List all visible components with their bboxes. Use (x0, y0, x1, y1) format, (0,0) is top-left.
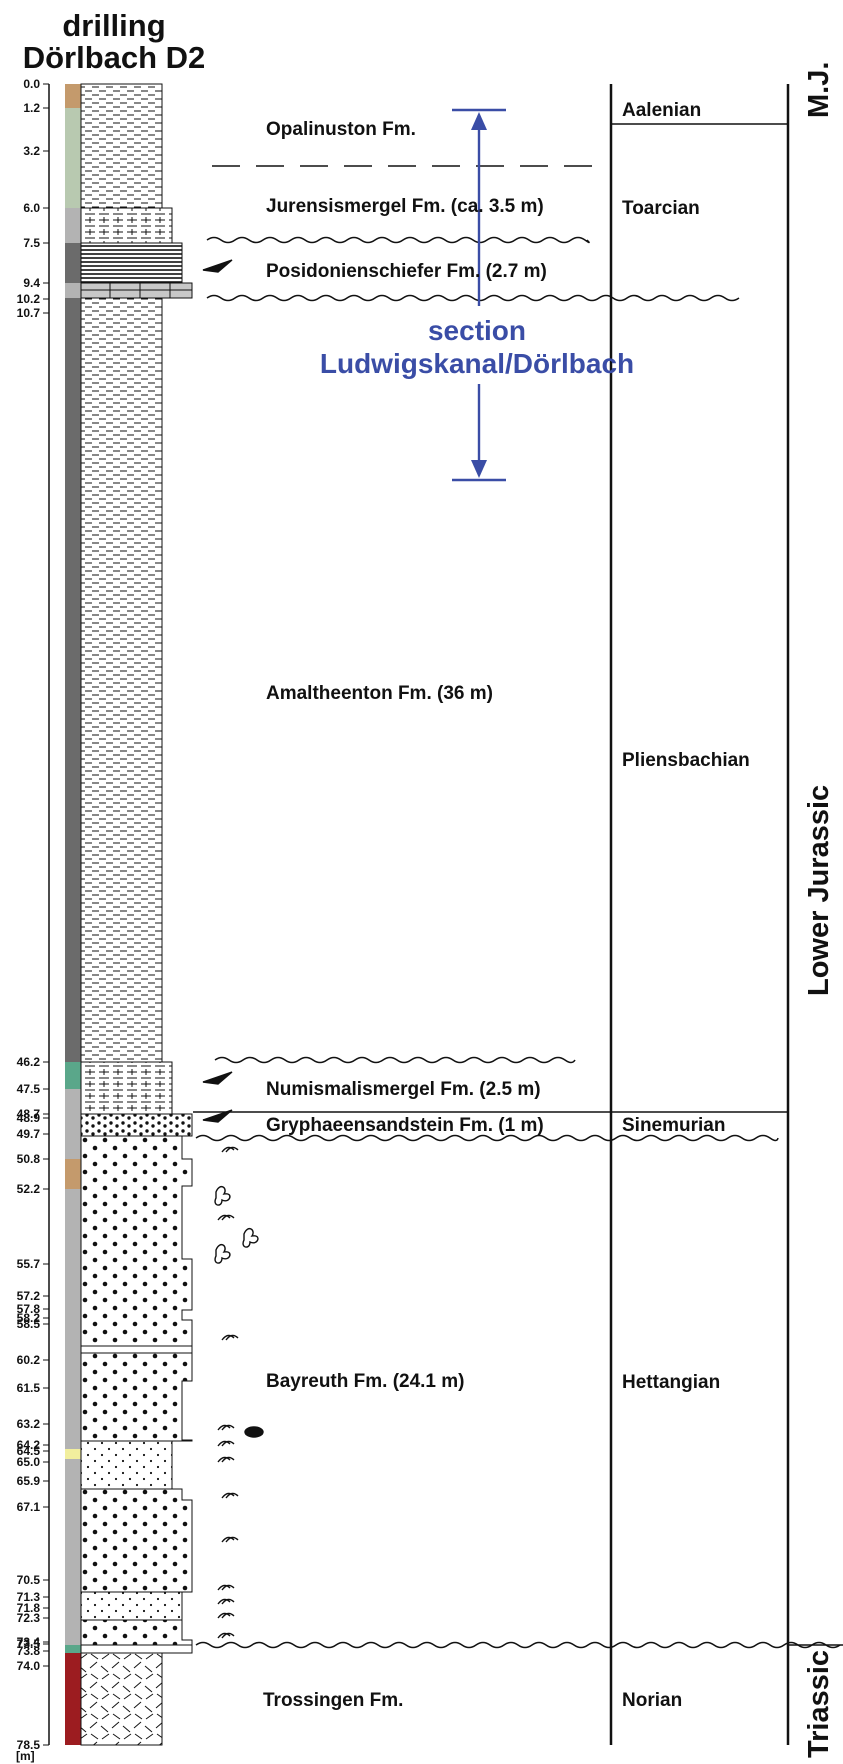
depth-tick-label: 52.2 (17, 1182, 41, 1196)
colour-column (65, 84, 81, 1745)
depth-tick-label: 0.0 (23, 77, 40, 91)
stage-hettangian: Hettangian (622, 1372, 720, 1393)
depth-tick-label: 6.0 (23, 201, 40, 215)
depth-tick-label: 74.0 (17, 1659, 41, 1673)
formation-posidonienschiefer: Posidonienschiefer Fm. (2.7 m) (266, 261, 547, 282)
formation-opalinuston: Opalinuston Fm. (266, 119, 416, 140)
depth-tick-label: 70.5 (17, 1573, 41, 1587)
depth-tick-label: 71.3 (17, 1590, 41, 1604)
depth-tick-label: 46.2 (17, 1055, 41, 1069)
unit-label: [m] (16, 1749, 35, 1763)
depth-tick-label: 49.7 (17, 1127, 41, 1141)
boundaries (193, 123, 843, 1649)
depth-tick-label: 71.8 (17, 1601, 41, 1615)
title-line-1: drilling (62, 8, 165, 43)
depth-tick-label: 10.2 (17, 292, 41, 306)
formation-trossingen: Trossingen Fm. (263, 1690, 403, 1711)
depth-tick-label: 64.2 (17, 1438, 41, 1452)
formation-bayreuth: Bayreuth Fm. (24.1 m) (266, 1371, 465, 1392)
depth-tick-label: 50.8 (17, 1152, 41, 1166)
depth-tick-label: 61.5 (17, 1381, 41, 1395)
stage-norian: Norian (622, 1690, 682, 1711)
section-label-1: section (428, 315, 526, 346)
depth-tick-label: 3.2 (23, 144, 40, 158)
depth-tick-label: 7.5 (23, 236, 40, 250)
depth-tick-label: 48.9 (17, 1111, 41, 1125)
depth-tick-label: 73.4 (17, 1635, 41, 1649)
depth-tick-label: 65.9 (17, 1474, 41, 1488)
depth-tick-label: 67.1 (17, 1500, 41, 1514)
depth-tick-label: 1.2 (23, 101, 40, 115)
depth-tick-label: 72.3 (17, 1611, 41, 1625)
series-lower-jurassic: Lower Jurassic (803, 785, 835, 996)
depth-tick-label: 55.7 (17, 1257, 41, 1271)
depth-tick-label: 10.7 (17, 306, 41, 320)
formation-numismalismergel: Numismalismergel Fm. (2.5 m) (266, 1079, 541, 1100)
sedimentary-symbols (202, 259, 264, 1639)
depth-tick-label: 58.2 (17, 1311, 41, 1325)
depth-tick-label: 57.8 (17, 1302, 41, 1316)
formation-gryphaeensandstein: Gryphaeensandstein Fm. (1 m) (266, 1115, 544, 1136)
depth-tick-label: 60.2 (17, 1353, 41, 1367)
lithology-column (80, 83, 193, 1746)
title-line-2: Dörlbach D2 (23, 40, 206, 75)
stage-toarcian: Toarcian (622, 198, 700, 219)
formation-jurensismergel: Jurensismergel Fm. (ca. 3.5 m) (266, 196, 544, 217)
depth-tick-label: 47.5 (17, 1082, 41, 1096)
stage-aalenian: Aalenian (622, 100, 701, 121)
depth-axis: 0.0 1.2 3.2 6.0 7.5 9.4 10.210.7 46.2 47.5 48.748… (17, 77, 50, 1752)
depth-tick-label: 65.0 (17, 1455, 41, 1469)
depth-tick-label: 73.8 (17, 1644, 41, 1658)
series-middle-jurassic: M.J. (803, 62, 835, 118)
section-label-2: Ludwigskanal/Dörlbach (320, 348, 634, 379)
stage-pliensbachian: Pliensbachian (622, 750, 750, 771)
depth-tick-label: 9.4 (23, 276, 40, 290)
series-triassic: Triassic (803, 1650, 835, 1758)
depth-tick-label: 63.2 (17, 1417, 41, 1431)
formation-amaltheenton: Amaltheenton Fm. (36 m) (266, 683, 493, 704)
depth-tick-label: 48.7 (17, 1107, 41, 1121)
depth-tick-label: 57.2 (17, 1289, 41, 1303)
depth-tick-label: 73.5 (17, 1637, 41, 1651)
stage-sinemurian: Sinemurian (622, 1115, 725, 1136)
depth-tick-label: 64.5 (17, 1444, 41, 1458)
depth-tick-label: 78.5 (17, 1738, 41, 1752)
depth-tick-label: 58.5 (17, 1317, 41, 1331)
section-marker (452, 108, 506, 482)
stage-frame (609, 84, 790, 1745)
